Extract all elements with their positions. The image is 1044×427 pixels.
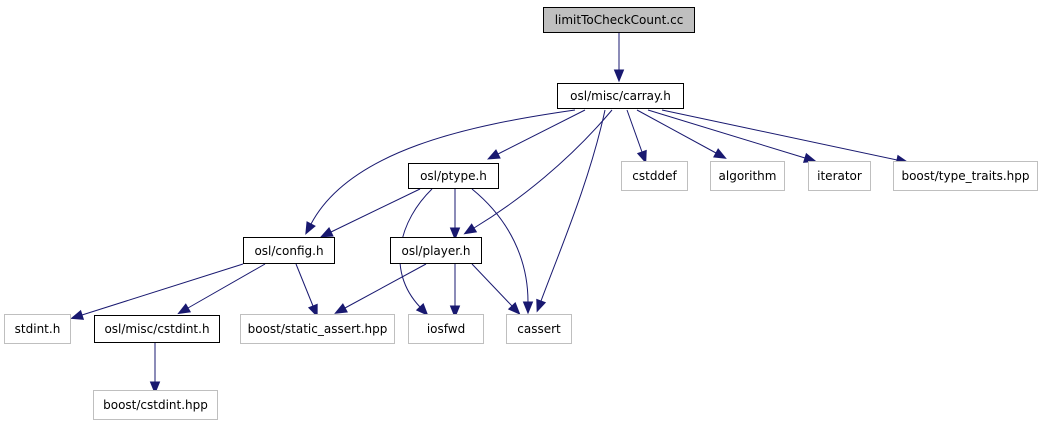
edge-carray-to-ptype [487,109,586,160]
arrowhead-icon [149,381,161,395]
edge-line [473,109,613,229]
arrowhead-icon [70,309,85,320]
arrowhead-icon [449,305,461,319]
node-misc-cstdint[interactable]: osl/misc/cstdint.h [94,315,220,343]
arrowhead-icon [713,148,727,159]
edge-config-to-static_assert [295,263,318,318]
edge-player-to-static_assert [334,263,427,314]
node-iosfwd: iosfwd [408,314,484,344]
edge-ptype-to-config [319,188,421,238]
edge-root-to-carray [613,33,625,83]
arrowhead-icon [307,303,318,318]
edge-line [471,188,529,303]
node-player[interactable]: osl/player.h [390,237,482,264]
node-type-traits: boost/type_traits.hpp [893,161,1038,191]
node-label: boost/type_traits.hpp [901,169,1030,183]
node-label: boost/cstdint.hpp [103,398,208,412]
edge-line [81,263,244,316]
node-label: iterator [817,169,862,183]
node-config[interactable]: osl/config.h [243,237,335,264]
edge-carray-to-type_traits [661,109,910,166]
node-label: stdint.h [14,322,61,336]
edge-player-to-cassert [471,263,521,315]
node-label: cassert [517,322,561,336]
edge-line [497,109,586,155]
edge-line [626,109,643,153]
edge-line [344,263,427,309]
edge-player-to-iosfwd [449,264,461,319]
edge-line [661,109,898,161]
arrowhead-icon [334,303,348,314]
arrowhead-icon [636,149,647,164]
node-label: osl/misc/carray.h [570,89,671,103]
edge-line [187,263,266,309]
node-root[interactable]: limitToCheckCount.cc [543,7,695,33]
arrowhead-icon [305,221,316,235]
edge-carray-to-cassert [536,109,606,313]
node-label: limitToCheckCount.cc [554,13,684,27]
node-cstddef: cstddef [621,161,688,191]
node-carray[interactable]: osl/misc/carray.h [557,83,684,109]
arrowhead-icon [177,303,192,315]
edge-line [647,109,806,159]
edge-carray-to-cstddef [626,109,647,164]
arrowhead-icon [522,301,534,315]
edge-misc_cstdint-to-boost_cstdint [149,343,161,395]
edge-line [310,109,576,225]
node-label: iosfwd [426,322,466,336]
node-label: osl/config.h [254,243,324,258]
node-ptype[interactable]: osl/ptype.h [408,163,499,189]
node-label: cstddef [632,169,677,183]
arrowhead-icon [463,223,478,235]
node-label: boost/static_assert.hpp [247,322,388,336]
edge-line [330,188,421,233]
node-boost-cstdint: boost/cstdint.hpp [93,390,218,420]
node-label: algorithm [718,169,777,183]
arrowhead-icon [487,149,501,160]
arrowhead-icon [319,227,334,238]
edge-ptype-to-player [449,189,461,241]
edge-config-to-misc_cstdint [177,263,266,315]
node-iterator: iterator [808,161,871,191]
node-algorithm: algorithm [710,161,785,191]
arrowhead-icon [613,69,625,83]
edge-carray-to-player [463,109,613,235]
edge-line [295,263,314,307]
edge-carray-to-algorithm [636,109,727,159]
edge-line [471,263,513,307]
node-stdint: stdint.h [4,314,71,344]
arrowhead-icon [415,303,429,316]
arrowhead-icon [507,302,521,315]
edge-carray-to-iterator [647,109,817,163]
edge-config-to-stdint [70,263,244,320]
node-static-assert: boost/static_assert.hpp [240,314,395,344]
node-label: osl/ptype.h [420,169,487,183]
node-cassert: cassert [506,314,572,344]
edge-ptype-to-cassert [471,188,534,315]
node-label: osl/player.h [401,243,471,258]
edge-line [636,109,717,154]
edge-line [540,109,606,302]
edge-carray-to-config [305,109,576,235]
arrowhead-icon [536,298,547,313]
arrowhead-icon [449,227,461,241]
node-label: osl/misc/cstdint.h [104,322,210,336]
